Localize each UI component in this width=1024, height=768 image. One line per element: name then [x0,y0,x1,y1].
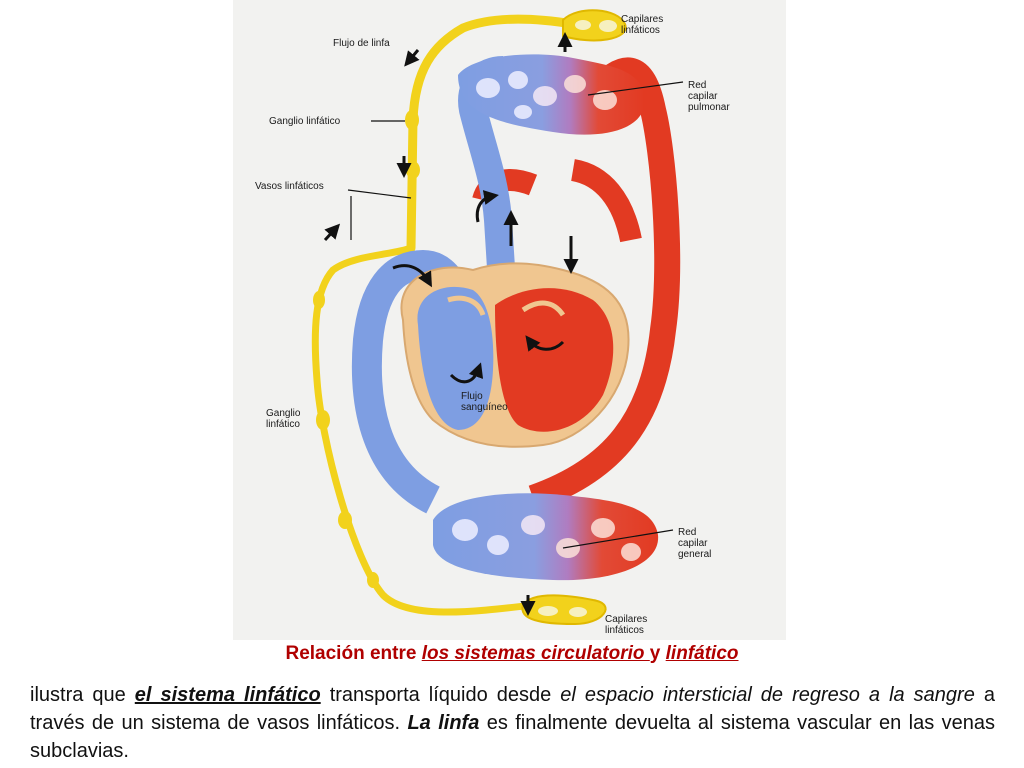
label-lymph-capillaries-top: Capilares linfáticos [621,14,664,36]
lymph-vessels [311,9,627,626]
text-lymph: La linfa [407,712,480,734]
label-lymph-flow: Flujo de linfa [333,38,390,49]
label-pulmonary-capillary-network: Red capilar pulmonar [688,80,730,113]
figure-caption: Relación entre los sistemas circulatorio… [0,643,1024,665]
caption-prefix: Relación entre [285,643,422,664]
label-leaders [347,81,684,549]
text-p1: ilustra que [30,684,135,706]
flow-arrows [323,32,579,616]
caption-link-lymphatic[interactable]: linfático [665,643,739,664]
caption-link-circulatory[interactable]: los sistemas circulatorio [421,643,650,664]
label-general-capillary-network: Red capilar general [678,527,712,560]
description-paragraph: ilustra que el sistema linfático transpo… [30,681,995,765]
pulmonary-capillary-network [458,54,645,135]
caption-middle: y [649,643,666,664]
general-capillary-network [433,493,659,581]
text-lymphatic-system: el sistema linfático [134,684,321,706]
label-blood-flow: Flujo sanguíneo [461,391,508,413]
label-lymph-node-bottom: Ganglio linfático [266,408,301,430]
label-lymph-node-top: Ganglio linfático [269,116,341,127]
text-p7: es finalmente devuelta al sistema vascul… [30,712,995,762]
text-interstitial-space: el espacio intersticial de regreso a la … [560,684,975,706]
label-lymph-capillaries-bottom: Capilares linfáticos [605,614,648,636]
heart [400,262,630,448]
text-p5: a través de un sistema de vasos linfátic… [30,684,995,734]
diagram-drawing [311,9,684,626]
circulatory-lymphatic-diagram: Flujo de linfa Capilares linfáticos Red … [233,0,786,640]
text-p3: transporta líquido desde [320,684,561,706]
label-lymph-vessels: Vasos linfáticos [255,181,324,192]
